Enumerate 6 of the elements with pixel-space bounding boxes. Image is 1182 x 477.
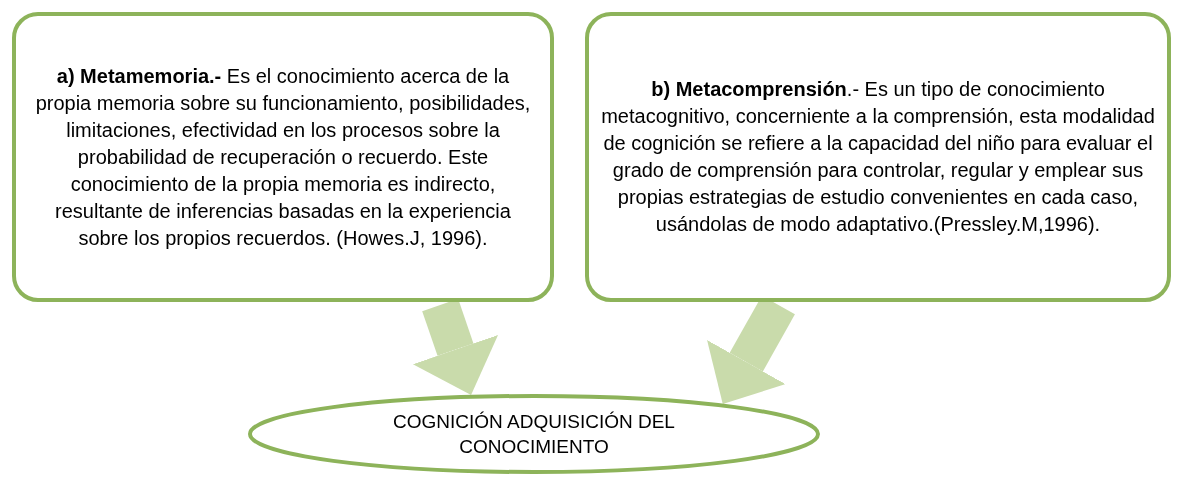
text-box — [12, 12, 554, 302]
box-text: a) Metamemoria.- Es el conocimiento acerca de la propia memoria sobre su funcionamiento, posibilidades, limitaciones, efectividad en los procesos sobre la probabilidad de recuperación o recuerdo. Este conocimiento de la propia memoria es indirecto, resultante de inferencias basadas en la experiencia sobre los propios recuerdos. (Howes.J, 1996). — [34, 63, 532, 251]
node-text: COGNICIÓN ADQUISICIÓN DEL CONOCIMIENTO — [392, 410, 676, 459]
ellipse-node — [248, 394, 820, 474]
box-text: b) Metacomprensión.- Es un tipo de conocimiento metacognitivo, concerniente a la comprensión, esta modalidad de cognición se refiere a la capacidad del niño para evaluar el grado de comprensión para controlar, regular y emplear sus propias estrategias de estudio convenientes en cada caso, usándolas de modo adaptativo.(Pressley.M,1996). — [601, 77, 1155, 237]
text-box — [585, 12, 1171, 302]
